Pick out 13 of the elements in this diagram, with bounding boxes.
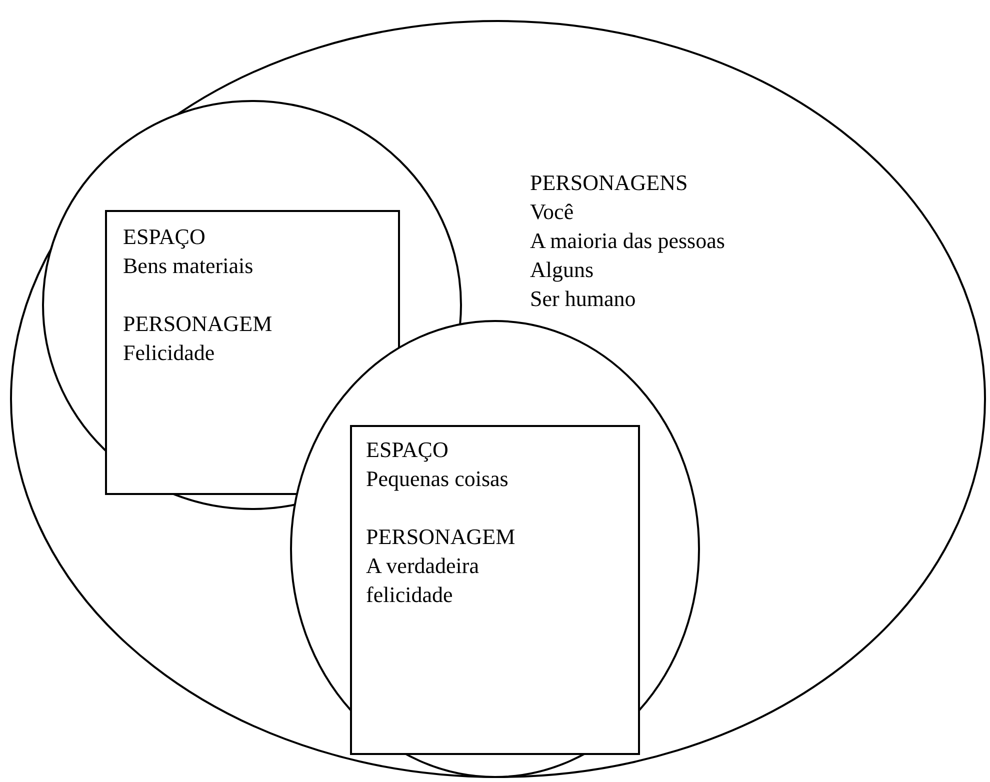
text-line: Pequenas coisas: [366, 465, 510, 493]
heading-text: PERSONAGEM: [123, 310, 274, 338]
heading-text: ESPAÇO: [366, 436, 450, 464]
heading-text: PERSONAGEM: [366, 523, 516, 551]
text-line: A verdadeira felicidade: [366, 552, 480, 609]
text-line: Alguns: [530, 256, 595, 284]
text-line: Ser humano: [530, 285, 637, 313]
heading-text: PERSONAGENS: [530, 169, 689, 197]
text-line: Bens materiais: [123, 252, 254, 280]
text-line: Você: [530, 198, 575, 226]
heading-text: ESPAÇO: [123, 223, 206, 251]
text-line: A maioria das pessoas: [530, 227, 726, 255]
text-line: Felicidade: [123, 339, 216, 367]
